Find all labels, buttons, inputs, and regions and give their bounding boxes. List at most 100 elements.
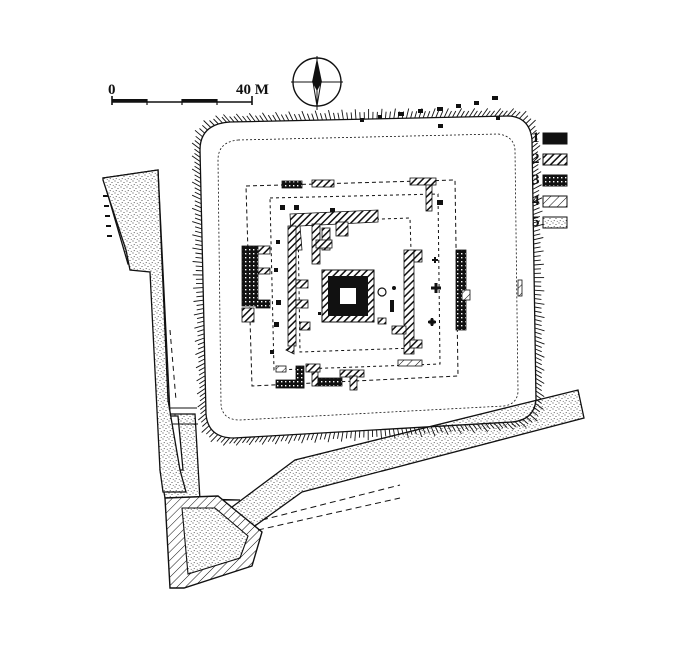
hachure-tick xyxy=(532,410,539,417)
hachure-tick xyxy=(210,434,219,443)
hachure-tick xyxy=(473,110,478,118)
legend-item-1: 1 xyxy=(532,130,568,146)
legend-num: 3 xyxy=(532,172,540,188)
hachure-tick xyxy=(533,255,541,258)
hachure-tick xyxy=(435,110,439,118)
legend: 1 2 3 4 5 xyxy=(532,130,568,230)
hachure-tick xyxy=(314,110,319,121)
hachure-tick xyxy=(531,132,540,140)
hachure-tick xyxy=(401,428,404,436)
hachure-tick xyxy=(194,153,201,158)
rampart-hachures xyxy=(191,108,545,446)
hachure-tick xyxy=(489,110,495,117)
hachure-tick xyxy=(196,388,206,395)
hachure-tick xyxy=(384,429,387,437)
hachure-tick xyxy=(242,115,248,122)
hachure-tick xyxy=(535,365,545,371)
hachure-tick xyxy=(535,344,542,348)
hachure-tick xyxy=(506,108,515,117)
hachure-tick xyxy=(341,109,344,120)
hachure-tick xyxy=(534,293,542,296)
hachure-tick xyxy=(192,221,202,226)
hachure-tick xyxy=(532,164,539,169)
hachure-tick xyxy=(195,239,203,242)
hachure-tick xyxy=(529,125,536,132)
hachure-tick xyxy=(510,110,517,117)
hachure-tick xyxy=(191,207,202,213)
hachure-tick xyxy=(380,429,383,440)
hachure-tick xyxy=(229,437,235,444)
hachure-tick xyxy=(193,312,204,316)
legend-num: 1 xyxy=(532,130,540,146)
hachure-tick xyxy=(535,373,542,379)
hachure-tick xyxy=(193,287,204,289)
hachure-tick xyxy=(506,421,514,430)
hachure-tick xyxy=(194,187,202,192)
hachure-tick xyxy=(350,431,352,439)
hachure-tick xyxy=(414,111,418,119)
hachure-tick xyxy=(464,424,469,431)
hachure-tick xyxy=(337,431,340,439)
hachure-tick xyxy=(194,200,202,205)
ne-wall-fragments xyxy=(360,96,500,128)
hachure-tick xyxy=(534,306,542,309)
hachure-tick xyxy=(531,151,539,157)
hachure-tick xyxy=(284,434,289,442)
hachure-tick xyxy=(261,435,268,445)
hachure-tick xyxy=(200,404,207,410)
hachure-tick xyxy=(287,434,294,444)
hachure-tick xyxy=(489,423,495,429)
hachure-tick xyxy=(532,171,542,178)
hachure-tick xyxy=(220,436,227,443)
hachure-tick xyxy=(199,383,206,389)
hachure-tick xyxy=(272,114,277,122)
hachure-tick xyxy=(532,177,539,182)
hachure-tick xyxy=(405,108,410,119)
hachure-tick xyxy=(310,433,315,441)
hachure-tick xyxy=(324,113,328,121)
hachure-tick xyxy=(426,426,430,434)
hachure-tick xyxy=(439,110,444,118)
hachure-tick xyxy=(418,427,423,438)
hachure-tick xyxy=(531,138,538,144)
hachure-tick xyxy=(319,113,323,121)
hachure-tick xyxy=(535,378,545,384)
hachure-tick xyxy=(259,115,264,122)
hachure-tick xyxy=(201,421,208,427)
hachure-tick xyxy=(285,114,290,121)
hachure-tick xyxy=(332,432,336,440)
hachure-tick xyxy=(405,427,409,438)
hachure-tick xyxy=(534,331,542,335)
hachure-tick xyxy=(197,329,205,333)
hachure-tick xyxy=(194,148,201,154)
hachure-tick xyxy=(235,437,243,446)
hachure-tick xyxy=(194,217,202,221)
hachure-tick xyxy=(191,194,202,200)
hachure-tick xyxy=(534,323,542,327)
hachure-tick xyxy=(197,400,206,408)
hachure-tick xyxy=(422,426,426,434)
hachure-tick xyxy=(472,423,478,431)
hachure-tick xyxy=(215,115,223,124)
hachure-tick xyxy=(455,424,462,435)
scale-end-label: 40 M xyxy=(236,82,269,98)
hachure-tick xyxy=(242,437,247,444)
hachure-tick xyxy=(323,432,327,440)
hachure-tick xyxy=(535,403,544,410)
hachure-tick xyxy=(208,431,215,438)
hachure-tick xyxy=(288,111,294,121)
hachure-tick xyxy=(354,430,357,442)
hachure-tick xyxy=(193,299,204,302)
hachure-tick xyxy=(535,348,542,353)
hachure-tick xyxy=(534,327,545,332)
hachure-tick xyxy=(197,341,205,346)
hachure-tick xyxy=(532,189,540,195)
hachure-tick xyxy=(194,178,201,183)
hachure-tick xyxy=(194,226,202,230)
hachure-tick xyxy=(535,361,542,366)
hachure-tick xyxy=(439,426,443,433)
legend-num: 5 xyxy=(532,214,540,230)
hachure-tick xyxy=(534,289,545,292)
hachure-tick xyxy=(280,434,285,442)
